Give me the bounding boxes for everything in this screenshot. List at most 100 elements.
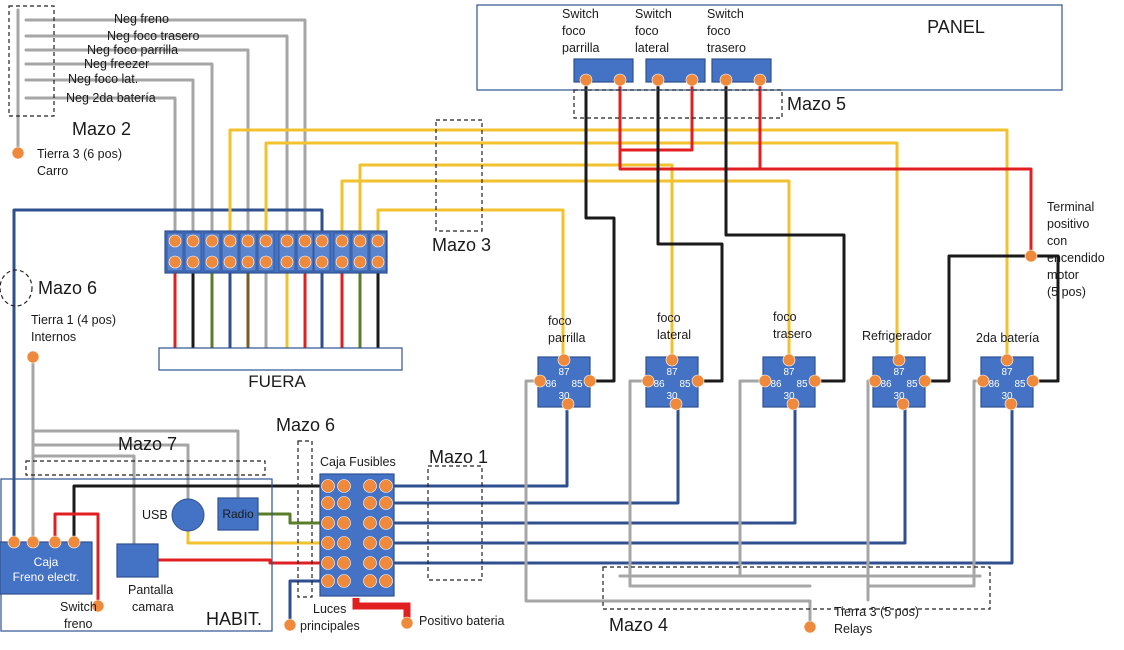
switch-foco-parrilla[interactable]	[573, 58, 634, 87]
label-mazo6-top: Mazo 6	[38, 278, 97, 298]
label-sw-trasero-1: Switch	[707, 7, 744, 21]
label-positivo-bateria: Positivo bateria	[419, 614, 505, 628]
label-mazo5: Mazo 5	[787, 94, 846, 114]
wire-red-positivo-bateria	[352, 598, 411, 622]
wire-black-sw-lateral	[656, 78, 724, 383]
fuera-connector-top-6	[259, 234, 273, 248]
switch-foco-trasero[interactable]	[711, 58, 772, 87]
relay-pin30-3	[786, 397, 800, 411]
fuera-connector-top-11	[353, 234, 367, 248]
label-terminal-1: Terminal	[1047, 200, 1094, 214]
fuera-connector-bottom-6	[259, 255, 273, 269]
fuera-connector-top-3	[205, 234, 219, 248]
mazo6-mid-marker	[297, 440, 313, 598]
tierra1-connector	[26, 350, 40, 364]
label-terminal-3: con	[1047, 234, 1067, 248]
positivo-bateria-connector	[400, 616, 414, 630]
relay-pin87-4	[892, 353, 906, 367]
label-relay2-1: foco	[657, 311, 681, 325]
relay-pin86-5	[976, 374, 990, 388]
fuera-terminal-block	[164, 230, 388, 274]
fuera-strip	[158, 347, 403, 371]
fuera-connector-bottom-5	[241, 255, 255, 269]
label-tierra3-6-line1: Tierra 3 (6 pos)	[37, 147, 122, 161]
wire-red-sw-lat	[618, 78, 694, 152]
relay-pin30-label-3: 30	[783, 391, 795, 402]
wire-red-pantalla	[156, 558, 330, 565]
fuse-contact-r5-c1	[321, 556, 335, 570]
labels: Neg freno Neg foco trasero Neg foco parr…	[31, 7, 1105, 636]
fuera-connector-top-12	[371, 234, 385, 248]
label-relay3-2: trasero	[773, 327, 812, 341]
fusebox-body	[319, 473, 395, 597]
fuse-contact-r6-c2	[337, 574, 351, 588]
relay-pin87-label-2: 87	[666, 367, 678, 378]
caja-freno-electr: Caja Freno electr.	[0, 535, 93, 595]
mazo5-marker	[573, 89, 783, 119]
wire-black-fusibles-freno	[72, 484, 330, 544]
fuse-contact-r2-c2	[337, 496, 351, 510]
mazo6-top-marker	[0, 269, 33, 307]
wire-red-switch-terminal	[618, 78, 1033, 258]
fuse-contact-r3-c3	[363, 516, 377, 530]
fuse-contact-r1-c4	[379, 479, 393, 493]
label-sw-parrilla-3: parrilla	[562, 41, 600, 55]
relay-pin85-label-1: 85	[571, 379, 583, 390]
label-terminal-6: (5 pos)	[1047, 285, 1086, 299]
label-neg-foco-parrilla: Neg foco parrilla	[87, 43, 178, 57]
label-tierra1-line1: Tierra 1 (4 pos)	[31, 313, 116, 327]
label-relay2-2: lateral	[657, 328, 691, 342]
panel-box	[476, 4, 1063, 91]
wire-green-radio	[256, 512, 330, 525]
relay-pin30-5	[1004, 397, 1018, 411]
label-tierra1-line2: Internos	[31, 330, 76, 344]
label-mazo2: Mazo 2	[72, 119, 131, 139]
fuera-connector-bottom-3	[205, 255, 219, 269]
label-mazo6-mid: Mazo 6	[276, 415, 335, 435]
wire-black-sw-parrilla	[584, 78, 616, 383]
wire-blue-luces	[288, 579, 330, 626]
relay-pin85-label-4: 85	[906, 379, 918, 390]
fuse-contact-r2-c4	[379, 496, 393, 510]
relay-pin30-2	[669, 397, 683, 411]
wire-yellow-5	[376, 208, 565, 362]
wire-black-terminal-refrig	[922, 254, 1033, 383]
relay-pin86-2	[641, 374, 655, 388]
relay-pin30-4	[896, 397, 910, 411]
wire-neg-foco-parrilla	[24, 48, 250, 242]
wire-blue-relay5	[380, 394, 1014, 565]
relay-pin87-3	[782, 353, 796, 367]
relay-pin87-label-3: 87	[783, 367, 795, 378]
label-relay4-1: Refrigerador	[862, 329, 931, 343]
label-relay3-1: foco	[773, 310, 797, 324]
relay-pin30-label-2: 30	[666, 391, 678, 402]
switch-foco-lateral[interactable]	[645, 58, 706, 87]
switch-freno-connector	[91, 599, 105, 613]
relay-pin86-1	[533, 374, 547, 388]
boxes	[0, 4, 1063, 632]
wire-blue-relay3	[380, 394, 797, 525]
label-mazo4: Mazo 4	[609, 615, 668, 635]
label-switch-freno-2: freno	[64, 617, 93, 631]
fuse-contact-r5-c4	[379, 556, 393, 570]
label-tierra3-6-line2: Carro	[37, 164, 68, 178]
fuera-connector-bottom-10	[335, 255, 349, 269]
relay-pin86-label-4: 86	[880, 379, 892, 390]
label-tierra3-5-line1: Tierra 3 (5 pos)	[834, 605, 919, 619]
label-luces-2: principales	[300, 619, 360, 633]
label-mazo1: Mazo 1	[429, 447, 488, 467]
wire-neg-2da-bateria	[24, 96, 177, 242]
fuse-contact-r4-c1	[321, 536, 335, 550]
fuse-contact-r4-c4	[379, 536, 393, 550]
wire-neg-freno	[24, 18, 307, 242]
label-tierra3-5-line2: Relays	[834, 622, 872, 636]
relay-pin87-5	[1000, 353, 1014, 367]
relay-pin87-label-5: 87	[1001, 367, 1013, 378]
usb-port[interactable]	[171, 498, 205, 532]
fuse-contact-r1-c3	[363, 479, 377, 493]
mazo3-marker	[435, 119, 483, 232]
radio-block[interactable]: Radio	[217, 497, 259, 531]
relay-pin87-2	[665, 353, 679, 367]
